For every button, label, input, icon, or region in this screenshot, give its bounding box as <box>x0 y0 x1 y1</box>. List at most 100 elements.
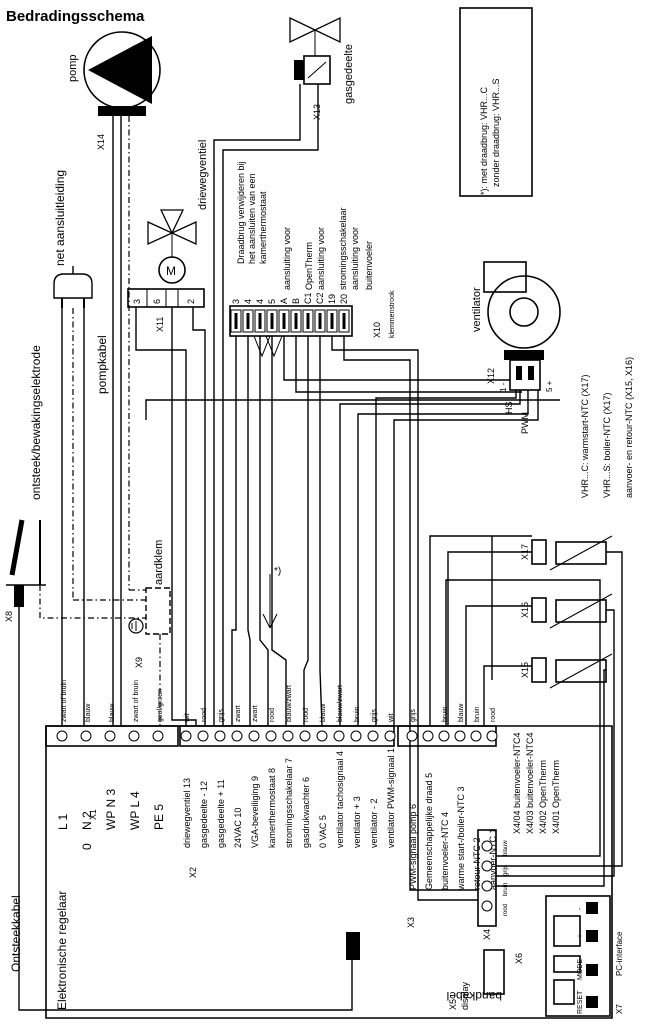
x12-pin-b <box>528 366 534 380</box>
x3-terminal <box>486 730 498 742</box>
ntc-common-wire <box>429 535 532 726</box>
valve-right-triangle <box>170 220 197 246</box>
x10-wire-c1 <box>303 336 309 726</box>
valve-wire-1 <box>135 307 187 726</box>
plug-body <box>53 273 93 299</box>
x2-terminal <box>180 730 192 742</box>
ntc-sensor-x16: X16 <box>520 593 613 629</box>
gas-valve-connector <box>294 60 304 80</box>
ntc-legend-2: VHR...S: boiler-NTC (X17) <box>602 392 612 498</box>
note-box-frame <box>459 7 533 197</box>
motor-icon <box>158 256 186 284</box>
x5-label: X5 <box>448 999 458 1010</box>
pwm-label: PWM <box>520 412 530 434</box>
x10-terminal-number: 4 <box>243 299 253 304</box>
x16-arrow <box>549 593 613 629</box>
x10-wire-5 <box>271 336 287 726</box>
x3-terminal <box>470 730 482 742</box>
x1-wire-color: zwart of bruin <box>61 680 68 722</box>
x8-connector <box>14 585 24 607</box>
x2-wire-color: blauw/zwart <box>337 685 344 722</box>
bandkabel-connector <box>346 932 360 960</box>
x17-out-wire <box>496 551 623 867</box>
x3-label: X3 <box>406 917 416 928</box>
x4-pin-label: X4/01 OpenTherm <box>551 760 561 834</box>
pompkabel-label: pompkabel <box>95 335 109 394</box>
x10-cells <box>230 309 350 333</box>
gas-valve-label: gasgedeelte <box>343 44 355 104</box>
x12-pin-5-label: 5 + <box>545 380 554 392</box>
fan-wire-5 <box>393 390 539 726</box>
ontsteekkabel-label: Ontsteekkabel <box>9 895 23 972</box>
ventilator-label: ventilator <box>471 287 483 332</box>
x8-label: X8 <box>4 611 14 622</box>
x1-terminal <box>80 730 92 742</box>
minus-button[interactable] <box>586 902 598 914</box>
x4-terminal <box>481 840 493 852</box>
star-note: *) <box>274 566 281 577</box>
klemmenstrook-label: klemmenstrook <box>389 290 396 338</box>
earth-symbol-icon <box>128 618 144 634</box>
x2-terminals <box>180 730 396 742</box>
reset-label: RESET <box>577 990 584 1014</box>
gas-wire-1 <box>213 84 301 726</box>
star-arrow <box>262 574 278 629</box>
x2-pin-label: driewegventiel 13 <box>182 778 192 848</box>
x12-connector <box>509 359 541 391</box>
x3-terminal <box>438 730 450 742</box>
x1-wire-color: geel/groen <box>157 689 164 722</box>
ontsteek-label: ontsteek/bewakingselektrode <box>29 345 43 500</box>
draadbrug-note-1: Draadbrug verwijderen bij <box>236 161 246 264</box>
x4-wire-color: grijs <box>503 865 509 876</box>
valve-left-triangle <box>147 220 174 246</box>
plus-button[interactable] <box>586 930 598 942</box>
ntc-sensor-x15: X15 <box>520 653 613 689</box>
mode-button[interactable] <box>586 964 598 976</box>
x3-wire-color: blauw <box>458 703 465 722</box>
x10-terminal-number: 19 <box>327 294 337 304</box>
mode-label: MODE <box>577 959 584 980</box>
x15-sensor <box>555 659 607 683</box>
aardklem-label: aardklem <box>153 540 165 585</box>
reset-button[interactable] <box>586 996 598 1008</box>
draadbrug-note-3: kamerthermostaat <box>258 191 268 264</box>
x3-terminal <box>406 730 418 742</box>
pump-label: pomp <box>67 54 79 82</box>
x11-pin-6: 6 <box>152 299 162 304</box>
ntc-legend-1: VHR...C: warmstart-NTC (X17) <box>580 374 590 498</box>
ntc-x16-wire <box>465 605 532 726</box>
x10-wire-a <box>283 336 510 381</box>
x3-pin-label: warme start-/boiler-NTC 3 <box>456 786 466 891</box>
x2-terminal <box>333 730 345 742</box>
x2-terminal <box>384 730 396 742</box>
fan-wire-pwm <box>357 390 529 726</box>
x10-wire-4a <box>247 336 251 726</box>
x3-pin-label: retour-NTC 2 <box>472 837 482 890</box>
x1-wire-color: blauw <box>109 703 116 722</box>
x2-wire-color: rood <box>201 708 208 722</box>
x2-pin-label: 24VAC 10 <box>233 808 243 848</box>
x2-pin-label: gasdrukwachter 6 <box>301 777 311 848</box>
x10-terminal-number: 4 <box>255 299 265 304</box>
earth-link-3 <box>39 585 146 619</box>
fan-hub-icon <box>509 297 539 327</box>
diagram-title: Bedradingsschema <box>6 8 145 25</box>
x12-pin-a <box>516 366 522 380</box>
controller-label: Elektronische regelaar <box>55 891 69 1010</box>
x3-wire-color: bruin <box>442 706 449 722</box>
x17-connector <box>531 539 547 565</box>
x3-terminal <box>422 730 434 742</box>
x10-label-2: OpenTherm <box>304 242 314 290</box>
x6-label: X6 <box>514 953 524 964</box>
x1-wire-color: zwart of bruin <box>133 680 140 722</box>
x10-wire-20 <box>343 336 478 891</box>
status-display <box>553 979 575 1005</box>
x2-terminal <box>367 730 379 742</box>
x3-pin-label: buitenvoeler-NTC 4 <box>440 812 450 890</box>
x11-label: X11 <box>155 317 165 332</box>
x10-terminal-number: B <box>291 298 301 304</box>
valve-wire-3 <box>192 307 206 726</box>
